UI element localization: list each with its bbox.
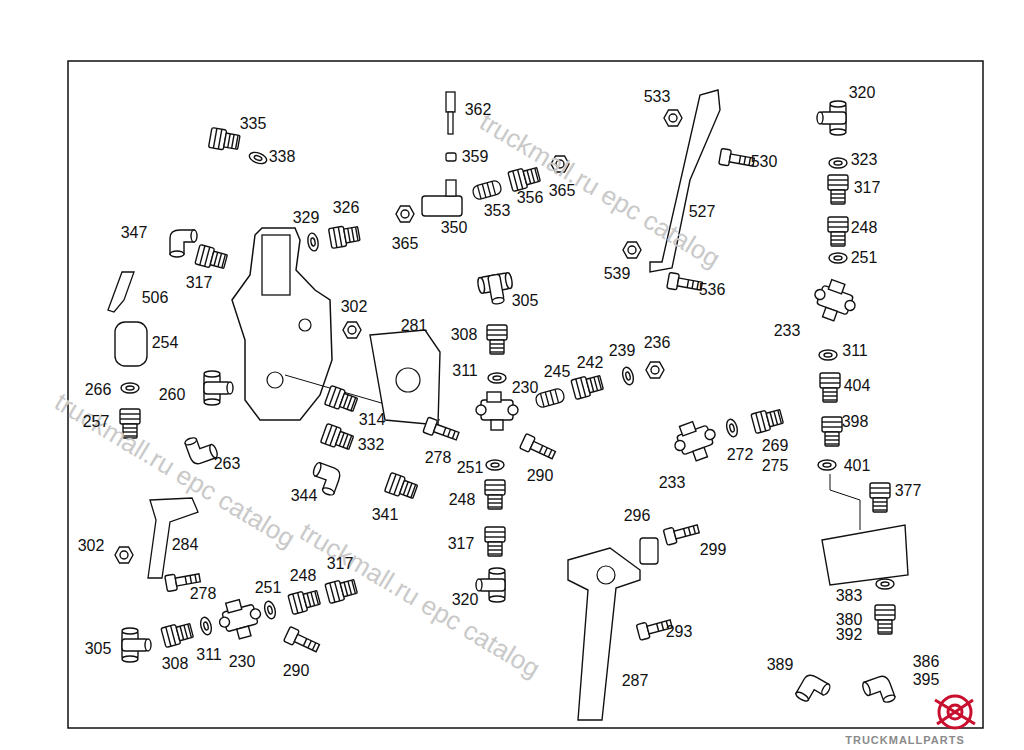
callout-number: 353 (484, 202, 511, 220)
callout-number: 263 (214, 455, 241, 473)
callout-number: 395 (913, 671, 940, 689)
callout-number: 383 (836, 587, 863, 605)
callout-number: 311 (452, 362, 478, 380)
callout-number: 311 (842, 342, 868, 360)
callout-number: 290 (283, 662, 310, 680)
callout-number: 317 (327, 555, 354, 573)
callout-number: 248 (851, 219, 878, 237)
callout-number: 302 (78, 537, 105, 555)
callout-number: 320 (452, 591, 479, 609)
callout-number: 356 (517, 189, 544, 207)
callout-number: 332 (358, 436, 385, 454)
callout-number: 299 (700, 541, 727, 559)
callout-number: 248 (290, 567, 317, 585)
callout-number: 281 (401, 317, 428, 335)
callout-number: 242 (577, 354, 604, 372)
callout-number: 350 (441, 219, 468, 237)
callout-number: 239 (609, 342, 636, 360)
callout-number: 308 (162, 655, 189, 673)
callout-number: 533 (644, 88, 671, 106)
callout-number: 317 (186, 274, 213, 292)
callout-number: 398 (842, 413, 869, 431)
callout-number: 344 (291, 487, 318, 505)
callout-number: 233 (659, 474, 686, 492)
callout-number: 338 (269, 148, 296, 166)
callout-number: 536 (699, 281, 726, 299)
callout-number: 284 (172, 536, 199, 554)
callout-number: 293 (666, 623, 693, 641)
callout-number: 305 (512, 292, 539, 310)
callout-number: 272 (727, 446, 754, 464)
callout-number: 320 (849, 84, 876, 102)
callout-number: 230 (229, 653, 256, 671)
callout-number: 257 (83, 413, 110, 431)
callout-number: 305 (85, 640, 112, 658)
callout-number: 347 (121, 224, 148, 242)
callout-number: 365 (549, 182, 576, 200)
callout-number: 233 (774, 322, 801, 340)
callout-number: 308 (451, 326, 478, 344)
callout-number: 359 (462, 148, 489, 166)
callout-number: 266 (85, 381, 112, 399)
callout-number: 269 (762, 437, 789, 455)
callout-number: 236 (644, 334, 671, 352)
callout-number: 362 (465, 101, 492, 119)
callout-number: 248 (449, 491, 476, 509)
callout-number: 290 (527, 467, 554, 485)
callout-number: 530 (751, 153, 778, 171)
callout-number: 527 (689, 203, 716, 221)
callout-number: 260 (159, 386, 186, 404)
callout-number: 311 (196, 646, 222, 664)
callout-number: 389 (767, 656, 794, 674)
callout-number: 275 (762, 457, 789, 475)
callout-number: 329 (293, 209, 320, 227)
callout-number: 365 (392, 235, 419, 253)
callout-number: 251 (457, 459, 484, 477)
callout-number: 404 (844, 377, 871, 395)
callout-number: 323 (851, 151, 878, 169)
callout-number: 251 (255, 579, 282, 597)
callout-number: 287 (622, 672, 649, 690)
callout-number: 251 (851, 249, 878, 267)
callout-number: 341 (372, 506, 399, 524)
callout-number: 326 (333, 199, 360, 217)
callout-number: 302 (341, 298, 368, 316)
callout-number: 377 (895, 482, 922, 500)
callout-number: 254 (152, 334, 179, 352)
callout-number: 278 (190, 585, 217, 603)
callout-number: 506 (142, 289, 169, 307)
callout-number: 317 (448, 535, 475, 553)
callout-number: 401 (844, 457, 871, 475)
callout-number: 335 (240, 115, 267, 133)
callout-number: 278 (425, 449, 452, 467)
logo-text: TRUCKMALLPARTS (845, 734, 965, 747)
callout-number: 392 (836, 626, 863, 644)
callout-number: 245 (544, 363, 571, 381)
callout-number: 539 (604, 265, 631, 283)
callout-number: 317 (854, 179, 881, 197)
callout-number: 296 (624, 507, 651, 525)
callout-number: 386 (913, 653, 940, 671)
callout-number: 230 (512, 379, 539, 397)
callout-number: 314 (359, 411, 386, 429)
